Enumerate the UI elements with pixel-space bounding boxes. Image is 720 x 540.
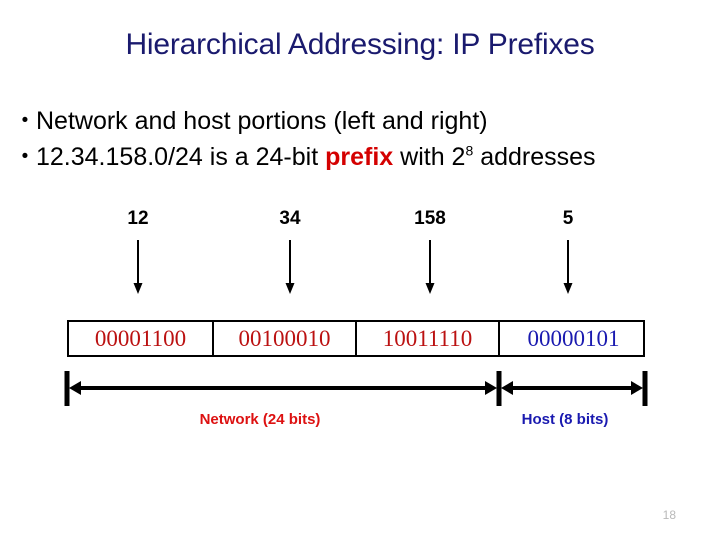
bullet-marker-icon: • [21,145,29,167]
host-span-label: Host (8 bits) [521,411,609,428]
list-item: • Network and host portions (left and ri… [14,104,714,140]
binary-octet-1: 00001100 [69,322,214,355]
bullet-text-prefix: 12.34.158.0/24 is a 24-bit prefix with 2… [36,140,596,176]
prefix-exponent: 8 [465,142,474,159]
network-span-label: Network (24 bits) [199,411,321,428]
span-brackets [64,371,648,406]
octet-decimal-label-1: 12 [127,208,149,229]
prefix-text-before: 12.34.158.0/24 is a 24-bit [36,142,326,171]
octet-decimal-label-2: 34 [279,208,301,229]
octet-decimal-label-3: 158 [414,208,446,229]
list-item: • 12.34.158.0/24 is a 24-bit prefix with… [14,140,714,176]
page-title: Hierarchical Addressing: IP Prefixes [125,28,595,61]
bullet-list: • Network and host portions (left and ri… [14,104,714,175]
arrow-to-octet-1-icon [133,240,144,294]
prefix-keyword: prefix [325,142,394,171]
arrow-to-octet-4-icon [563,240,574,294]
arrow-to-octet-2-icon [285,240,296,294]
bullet-text-network-host: Network and host portions (left and righ… [36,107,488,135]
binary-octet-2: 00100010 [214,322,357,355]
binary-octet-4: 00000101 [527,325,620,351]
host-span-bracket [496,371,648,406]
bullet-marker-icon: • [21,110,29,131]
octet-decimal-label-4: 5 [562,208,574,229]
prefix-text-after: addresses [473,142,596,171]
prefix-text-middle: with 2 [393,142,466,171]
network-span-bracket [64,371,502,406]
slide-number: 18 [662,508,676,522]
binary-octet-3: 10011110 [357,322,500,355]
arrow-to-octet-3-icon [425,240,436,294]
